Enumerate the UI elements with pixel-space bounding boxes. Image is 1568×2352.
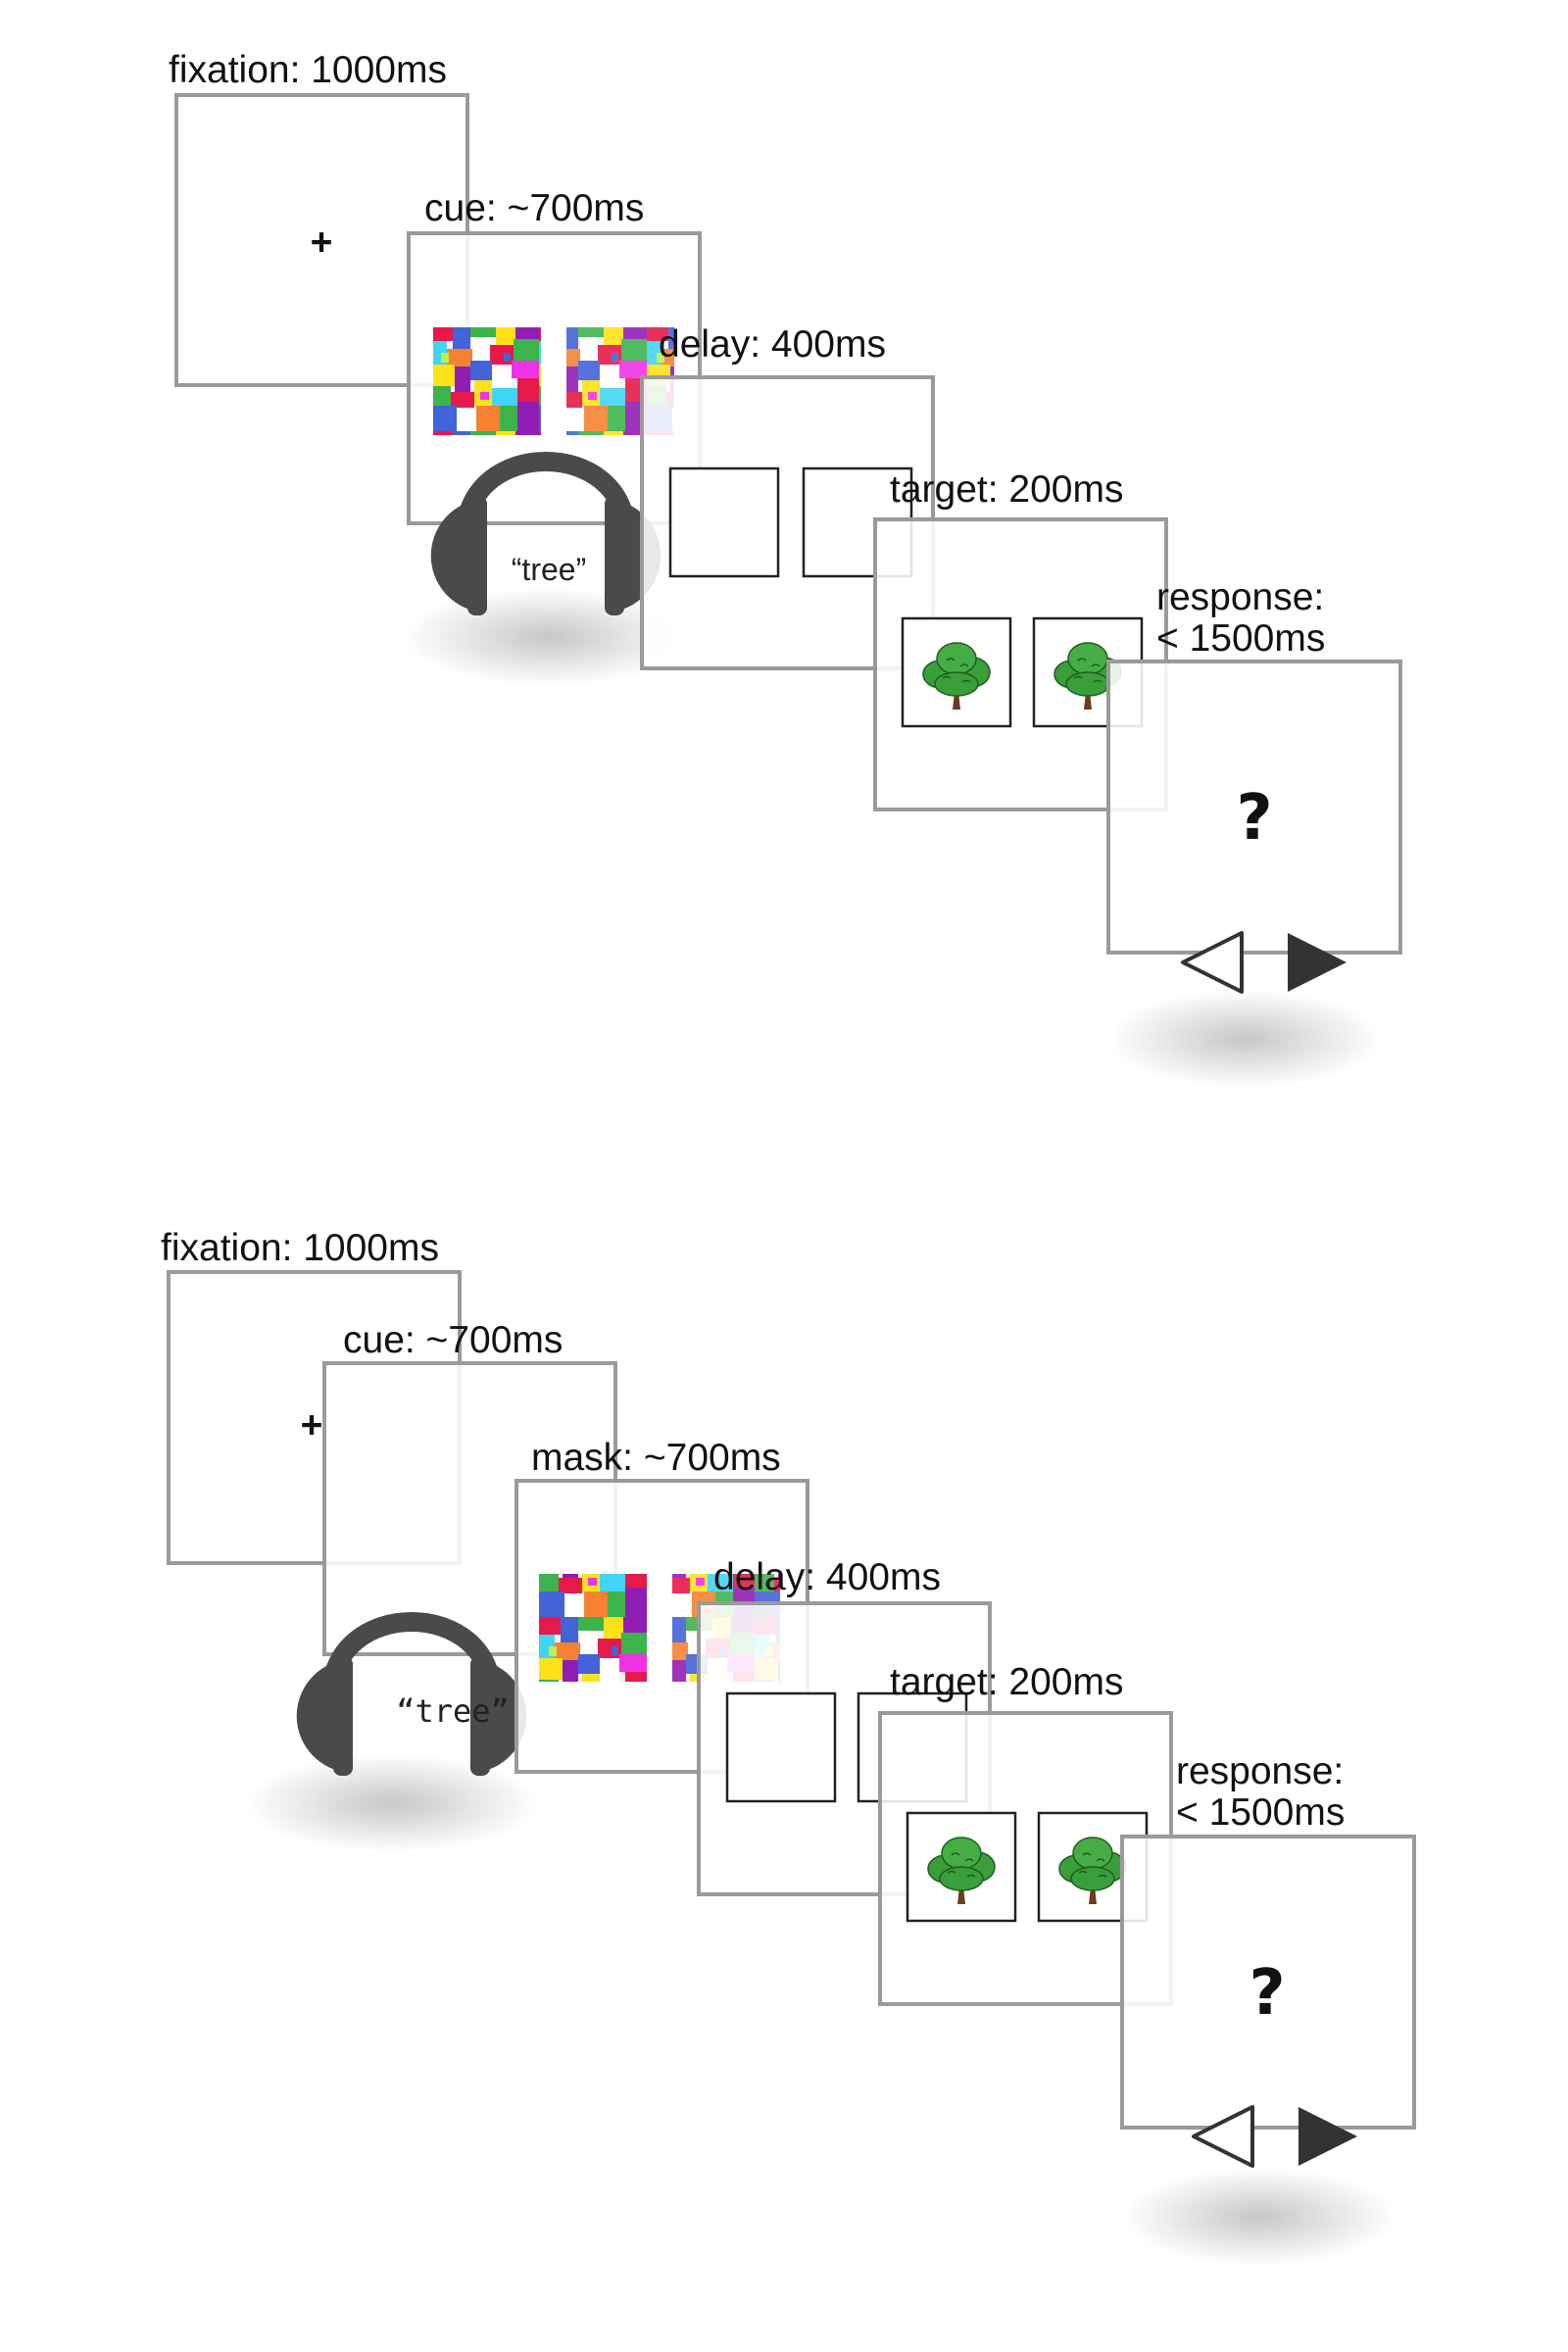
panel-a: fixation: 1000ms + cue: ~700ms “tree” de…	[169, 49, 1402, 1088]
spoken-word: “tree”	[512, 552, 586, 587]
response-label-line2: < 1500ms	[1156, 617, 1325, 660]
response-label-line1: response:	[1176, 1750, 1344, 1792]
fixation-label: fixation: 1000ms	[169, 49, 447, 91]
response-frame	[1120, 1835, 1416, 2130]
response-shadow	[1107, 990, 1382, 1088]
panel-b: fixation: 1000ms + cue: ~700ms “tree” ma…	[161, 1227, 1416, 2266]
target-label: target: 200ms	[890, 468, 1123, 511]
response-question-mark: ?	[1236, 782, 1272, 855]
target-label: target: 200ms	[890, 1661, 1123, 1703]
response-label-line2: < 1500ms	[1176, 1791, 1345, 1834]
delay-label: delay: 400ms	[713, 1556, 941, 1598]
response-label-line1: response:	[1156, 576, 1324, 618]
mask-label: mask: ~700ms	[531, 1437, 781, 1479]
spoken-word: “tree”	[396, 1692, 510, 1730]
fixation-cross: +	[301, 1404, 323, 1446]
response-shadow	[1122, 2168, 1396, 2266]
mask-pattern-left	[539, 1574, 647, 1682]
fixation-cross: +	[311, 221, 333, 264]
delay-label: delay: 400ms	[659, 323, 886, 366]
cue-label: cue: ~700ms	[343, 1319, 563, 1361]
fixation-label: fixation: 1000ms	[161, 1227, 439, 1269]
response-frame	[1106, 660, 1402, 955]
delay-slot-left	[725, 1691, 837, 1803]
delay-slot-left	[668, 466, 780, 578]
cue-label: cue: ~700ms	[424, 187, 644, 229]
response-question-mark: ?	[1249, 1957, 1285, 2030]
cue-mask-left	[433, 327, 541, 435]
headphone-shadow	[245, 1754, 539, 1852]
